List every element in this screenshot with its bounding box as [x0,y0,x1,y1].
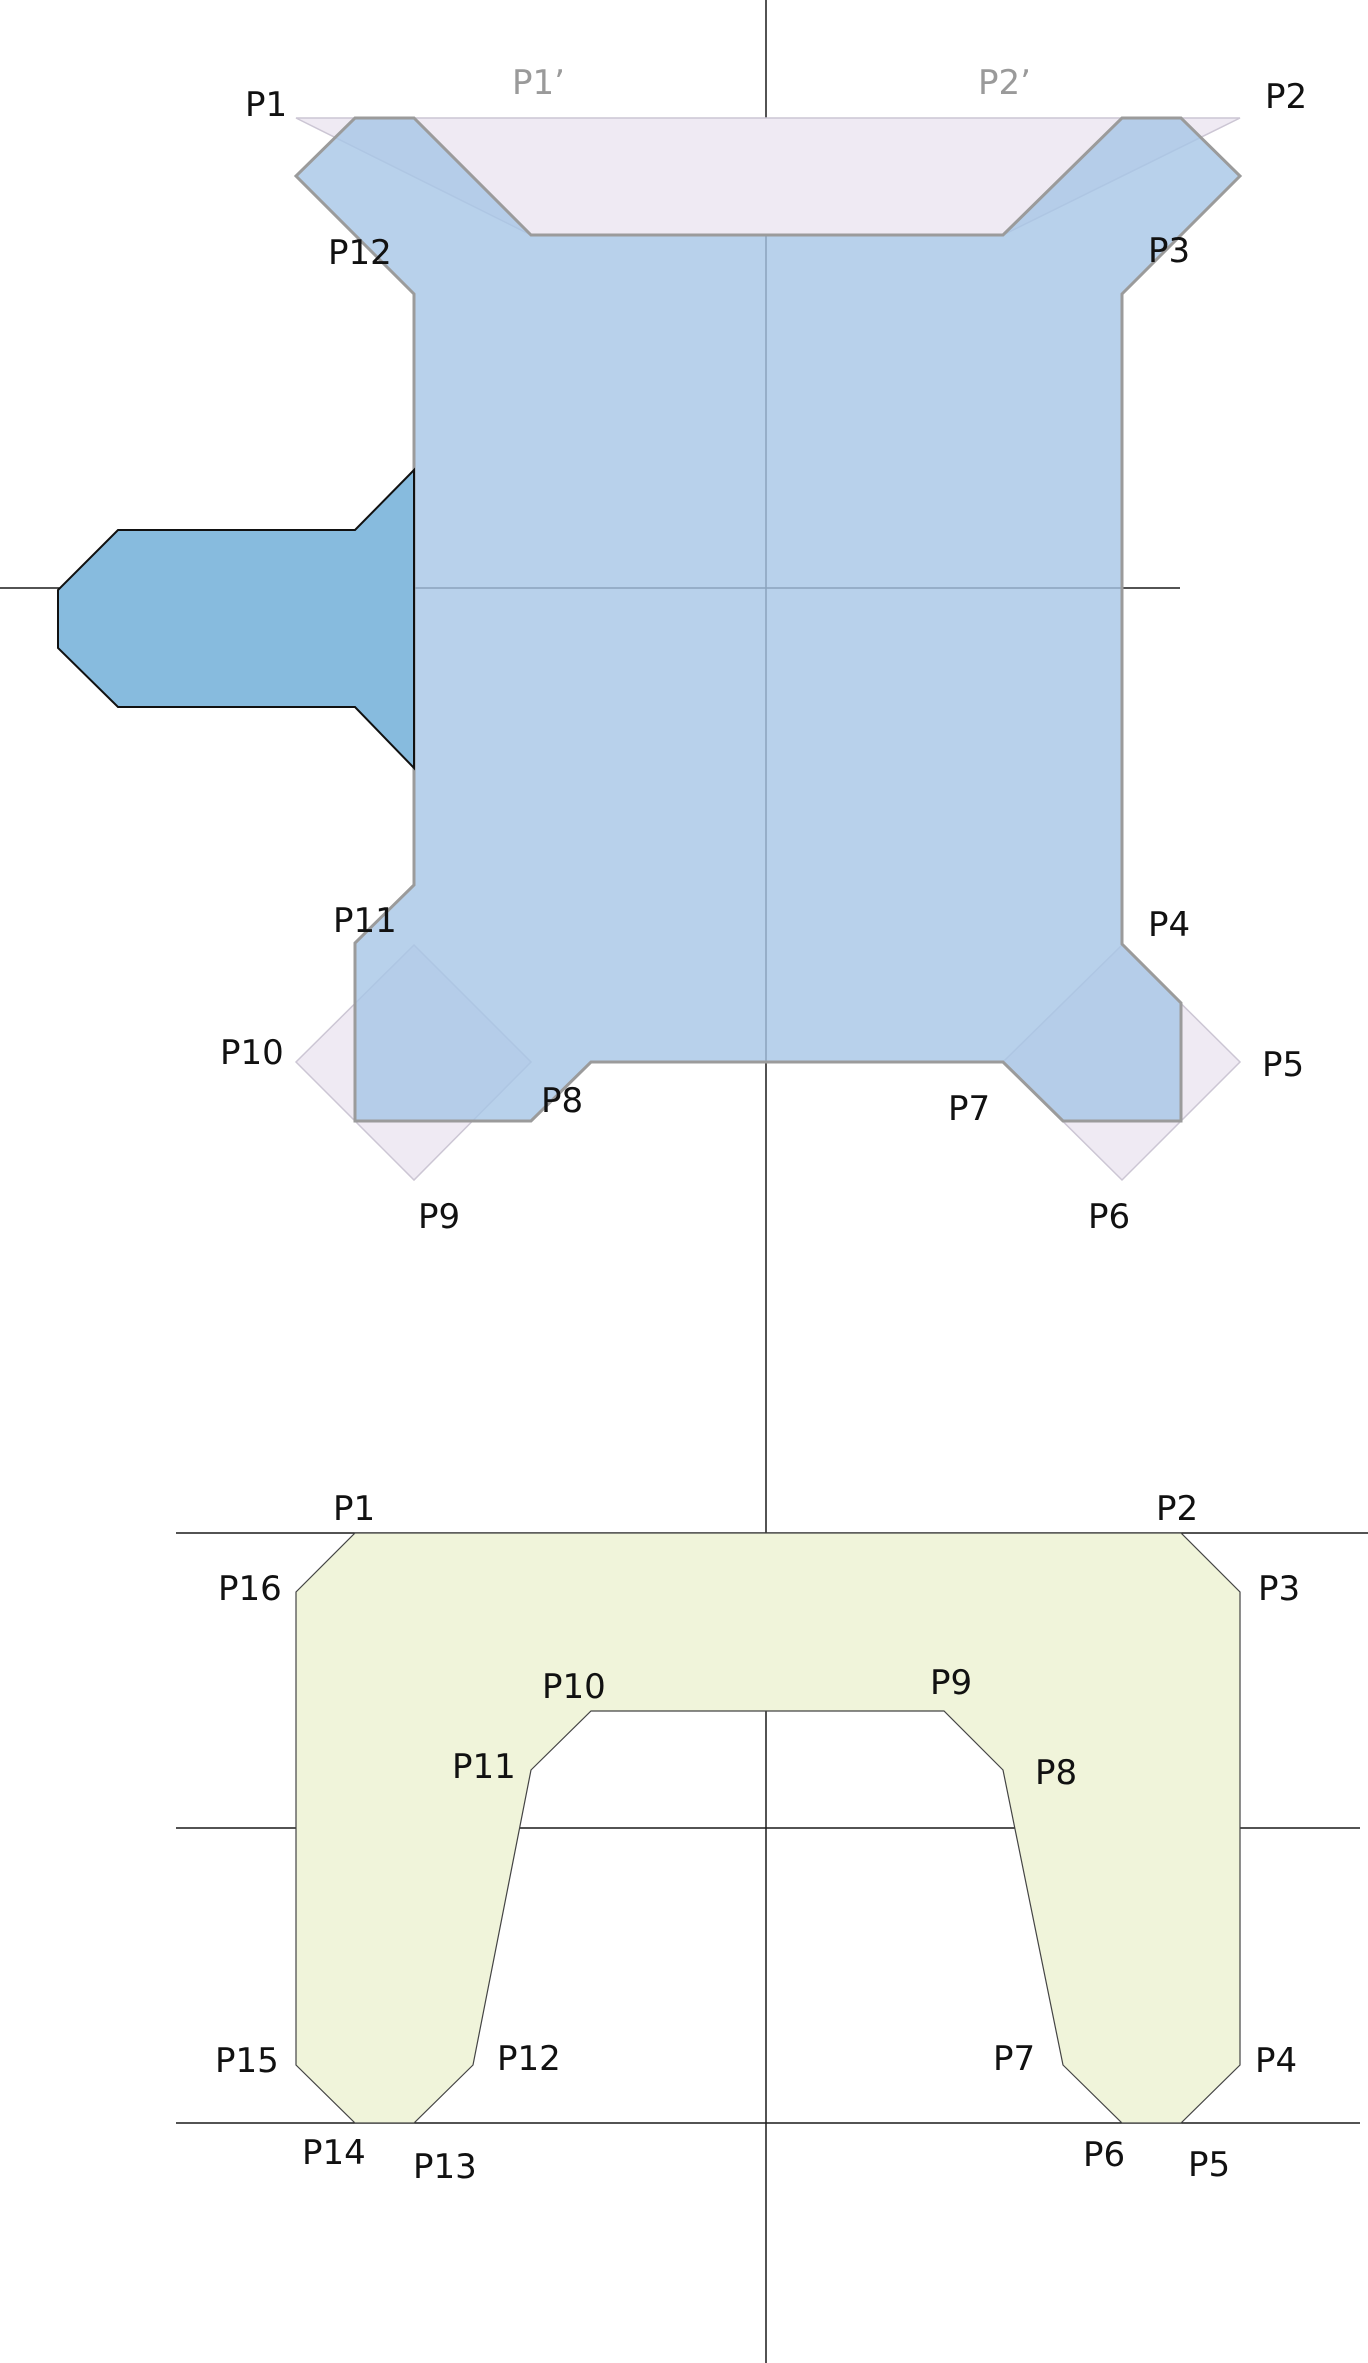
point-label-l-p14: P14 [302,2133,366,2173]
left-tab-shape [57,467,415,771]
point-label-u-p3: P3 [1148,231,1190,271]
point-label-u-p1p: P1’ [512,63,565,103]
point-label-u-p1: P1 [245,85,287,125]
main-body-shape [293,116,1243,1123]
point-label-u-p8: P8 [541,1081,583,1121]
point-label-l-p1: P1 [333,1489,375,1529]
point-label-l-p6: P6 [1083,2135,1125,2175]
point-label-l-p7: P7 [993,2039,1035,2079]
point-label-l-p11: P11 [452,1747,516,1787]
point-label-l-p4: P4 [1255,2041,1297,2081]
point-label-u-p7: P7 [948,1089,990,1129]
point-label-l-p16: P16 [218,1569,282,1609]
point-label-u-p4: P4 [1148,905,1190,945]
lower-channel-shape [295,1532,1241,2124]
point-label-l-p12: P12 [497,2039,561,2079]
point-label-l-p10: P10 [542,1667,606,1707]
point-label-u-p10: P10 [220,1033,284,1073]
point-label-l-p5: P5 [1188,2145,1230,2185]
point-label-u-p9: P9 [418,1197,460,1237]
point-label-u-p12: P12 [328,233,392,273]
point-label-u-p11: P11 [333,901,397,941]
point-label-l-p8: P8 [1035,1753,1077,1793]
point-label-u-p2: P2 [1265,77,1307,117]
point-label-l-p3: P3 [1258,1569,1300,1609]
point-label-u-p5: P5 [1262,1045,1304,1085]
point-label-u-p6: P6 [1088,1197,1130,1237]
point-label-u-p2p: P2’ [978,63,1031,103]
point-label-l-p13: P13 [413,2147,477,2187]
point-label-l-p2: P2 [1156,1489,1198,1529]
point-label-l-p15: P15 [215,2041,279,2081]
point-label-l-p9: P9 [930,1663,972,1703]
